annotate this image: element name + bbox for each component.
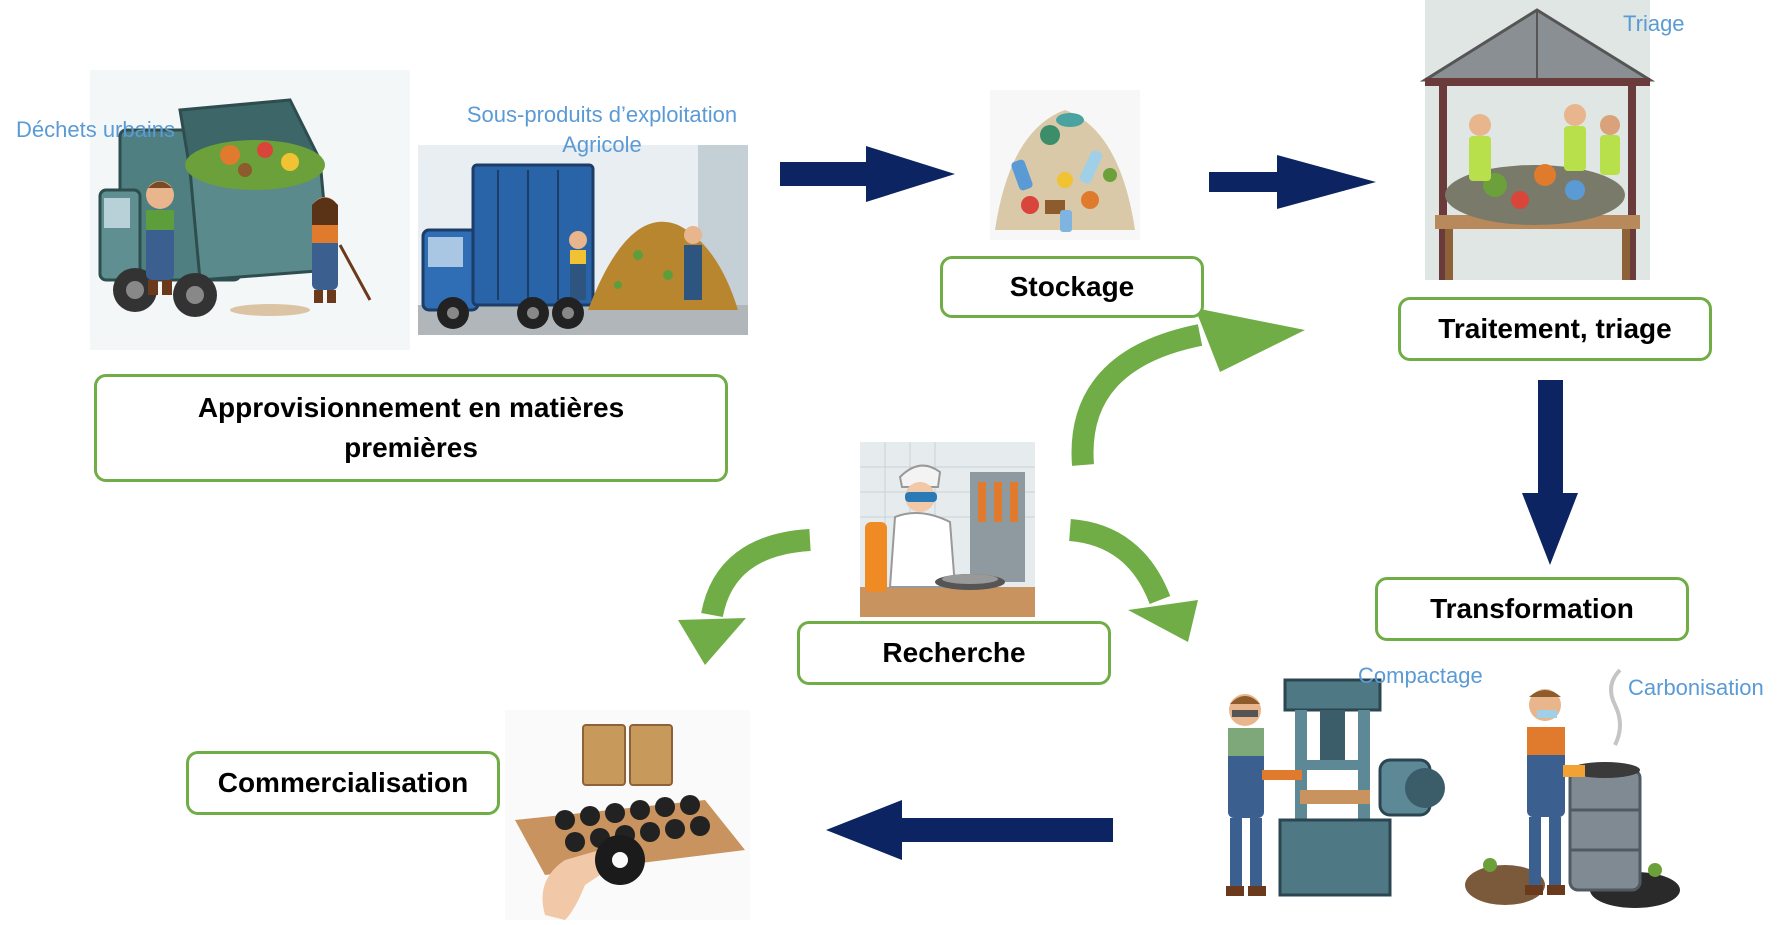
stage-recherche-label: Recherche — [882, 637, 1026, 668]
stage-stockage: Stockage — [940, 256, 1204, 318]
caption-sous-produits-line1: Sous-produits d’exploitation — [466, 102, 738, 127]
stockage-waste-pile-illustration — [990, 90, 1140, 240]
triage-sorting-illustration — [1419, 0, 1656, 280]
compactage-press-illustration — [1200, 660, 1450, 905]
commercialisation-briquettes-illustration — [505, 710, 750, 920]
stage-commercialisation: Commercialisation — [186, 751, 500, 815]
arrow-recherche-to-transformation — [1068, 519, 1198, 642]
arrow-to-commercialisation — [826, 800, 1113, 860]
caption-compactage: Compactage — [1358, 663, 1483, 688]
carbonisation-barrel-illustration — [1465, 665, 1685, 910]
agricultural-truck-illustration — [418, 145, 748, 335]
caption-sous-produits: Sous-produits d’exploitation Agricole — [452, 100, 752, 160]
arrow-to-transformation — [1522, 380, 1578, 565]
stage-transformation: Transformation — [1375, 577, 1689, 641]
arrow-recherche-to-commercialisation — [678, 529, 811, 665]
caption-carbonisation: Carbonisation — [1628, 675, 1764, 700]
stage-transformation-label: Transformation — [1430, 593, 1634, 624]
stage-traitement: Traitement, triage — [1398, 297, 1712, 361]
caption-dechets-urbains: Déchets urbains — [16, 117, 175, 142]
arrow-to-triage — [1209, 155, 1376, 209]
arrow-recherche-to-traitement — [1071, 308, 1305, 466]
stage-approvisionnement-label: Approvisionnement en matières premières — [197, 392, 625, 463]
stage-stockage-label: Stockage — [1009, 271, 1135, 302]
urban-waste-truck-illustration — [90, 70, 410, 350]
caption-sous-produits-line2: Agricole — [562, 132, 642, 157]
arrow-to-stockage — [780, 146, 955, 202]
stage-traitement-label: Traitement, triage — [1438, 313, 1672, 344]
stage-recherche: Recherche — [797, 621, 1111, 685]
stage-commercialisation-label: Commercialisation — [217, 767, 469, 798]
recherche-scientist-illustration — [860, 442, 1035, 617]
stage-approvisionnement: Approvisionnement en matières premières — [94, 374, 728, 482]
caption-triage: Triage — [1623, 11, 1685, 36]
